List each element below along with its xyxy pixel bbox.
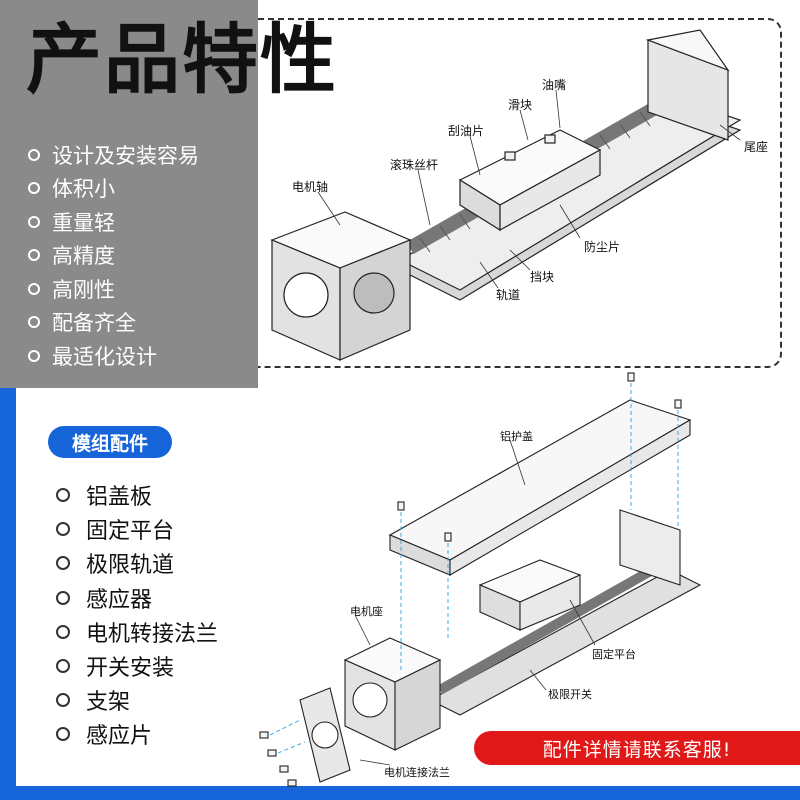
circle-bullet-icon [28,282,40,295]
list-item: 高精度 [28,239,199,273]
accessories-title: 模组配件 [48,426,172,458]
accessory-text: 开关安装 [86,656,175,682]
exploded-module-diagram [259,372,702,787]
features-list: 设计及安装容易 体积小 重量轻 高精度 高刚性 配备齐全 最适化设计 [28,138,199,373]
features-panel: 产品特性 设计及安装容易 体积小 重量轻 高精度 高刚性 配备齐全 最适化设计 [0,0,336,388]
list-item: 开关安装 [56,649,218,683]
list-item: 配备齐全 [28,306,199,340]
accessory-text: 感应器 [86,587,153,613]
list-item: 电机转接法兰 [56,615,218,649]
label-oil-nozzle: 油嘴 [542,78,567,92]
list-item: 极限轨道 [56,546,218,580]
label-aluminum-cover: 铝护盖 [500,430,533,443]
label-motor-shaft: 电机轴 [292,180,329,194]
accessories-list: 铝盖板 固定平台 极限轨道 感应器 电机转接法兰 开关安装 支架 感应片 [56,478,218,752]
circle-bullet-icon [28,215,40,228]
label-slider: 滑块 [508,98,533,112]
circle-bullet-icon [56,590,70,605]
circle-bullet-icon [28,249,40,262]
list-item: 高刚性 [28,272,199,306]
label-tail-seat: 尾座 [744,140,769,154]
accessory-text: 支架 [86,690,131,716]
list-item: 最适化设计 [28,339,199,373]
circle-bullet-icon [56,522,70,537]
list-item: 铝盖板 [56,478,218,512]
accessory-text: 固定平台 [86,519,175,545]
circle-bullet-icon [28,349,40,362]
feature-text: 配备齐全 [52,311,136,336]
diagram-frame [258,18,782,368]
label-motor-seat: 电机座 [350,605,383,618]
list-item: 设计及安装容易 [28,138,199,172]
contact-banner: 配件详情请联系客服! [474,731,800,765]
label-ball-screw: 滚珠丝杆 [390,158,439,172]
features-headline: 产品特性 [26,15,338,104]
circle-bullet-icon [28,182,40,195]
label-limit-switch: 极限开关 [548,688,592,701]
circle-bullet-icon [56,556,70,571]
list-item: 重量轻 [28,205,199,239]
linear-module-diagram [270,29,742,361]
circle-bullet-icon [56,659,70,674]
circle-bullet-icon [56,624,70,639]
label-rail: 轨道 [496,288,521,302]
list-item: 支架 [56,683,218,717]
circle-bullet-icon [28,316,40,329]
label-wiper: 刮油片 [448,124,485,138]
list-item: 体积小 [28,172,199,206]
label-stopper: 挡块 [530,270,555,284]
accessory-text: 感应片 [86,724,153,750]
list-item: 感应片 [56,717,218,751]
list-item: 感应器 [56,581,218,615]
label-motor-flange: 电机连接法兰 [384,766,450,779]
circle-bullet-icon [28,148,40,161]
feature-text: 最适化设计 [52,344,157,369]
feature-text: 重量轻 [52,210,115,235]
circle-bullet-icon [56,727,70,742]
accessory-text: 铝盖板 [86,485,153,511]
feature-text: 设计及安装容易 [52,143,199,168]
accessory-text: 极限轨道 [86,553,175,579]
label-dust-cover: 防尘片 [584,240,621,254]
feature-text: 高精度 [52,244,115,269]
circle-bullet-icon [56,488,70,503]
list-item: 固定平台 [56,512,218,546]
circle-bullet-icon [56,693,70,708]
feature-text: 高刚性 [52,277,115,302]
label-fixed-platform: 固定平台 [592,648,636,661]
bottom-accent-bar [0,786,800,800]
feature-text: 体积小 [52,177,115,202]
accessory-text: 电机转接法兰 [86,621,219,647]
